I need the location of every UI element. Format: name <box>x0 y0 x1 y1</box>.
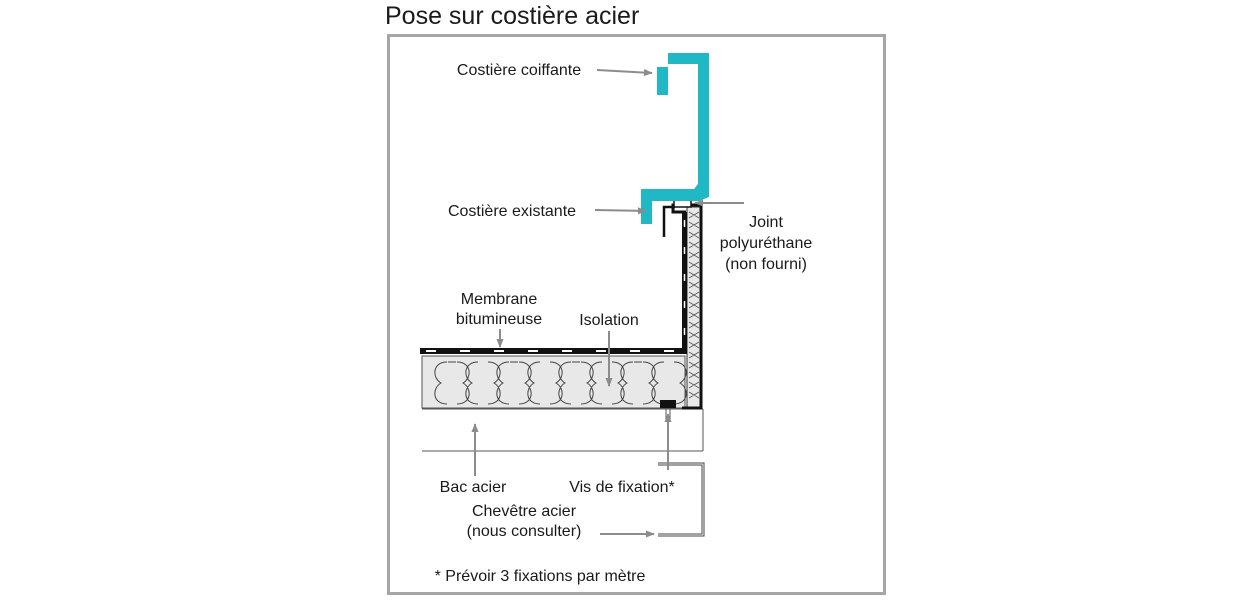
label-vis-fixation: Vis de fixation* <box>569 479 675 496</box>
label-chevetre-line2: (nous consulter) <box>467 523 582 540</box>
label-membrane-line2: bitumineuse <box>456 311 542 328</box>
label-joint-line3: (non fourni) <box>725 256 807 273</box>
footnote: * Prévoir 3 fixations par mètre <box>435 568 646 585</box>
label-costiere-coiffante: Costière coiffante <box>457 62 581 79</box>
costiere-coiffante-profile <box>641 53 709 224</box>
page-title: Pose sur costière acier <box>385 2 640 30</box>
leader-arrows <box>471 68 744 538</box>
label-bac-acier: Bac acier <box>440 479 507 496</box>
label-joint-line1: Joint <box>749 214 783 231</box>
label-chevetre-line1: Chevêtre acier <box>472 503 577 520</box>
chevetre-acier <box>658 462 705 537</box>
label-joint-line2: polyuréthane <box>720 235 813 252</box>
label-isolation: Isolation <box>579 312 639 329</box>
costiere-existante <box>660 199 703 421</box>
insulation-horizontal <box>421 355 687 409</box>
label-membrane-line1: Membrane <box>461 291 538 308</box>
label-costiere-existante: Costière existante <box>448 203 576 220</box>
insulation-waves <box>434 361 687 405</box>
bac-acier <box>422 408 704 452</box>
membrane-bitumineuse <box>420 348 686 354</box>
diagram-frame <box>387 34 886 595</box>
insulation-vertical <box>686 206 702 408</box>
